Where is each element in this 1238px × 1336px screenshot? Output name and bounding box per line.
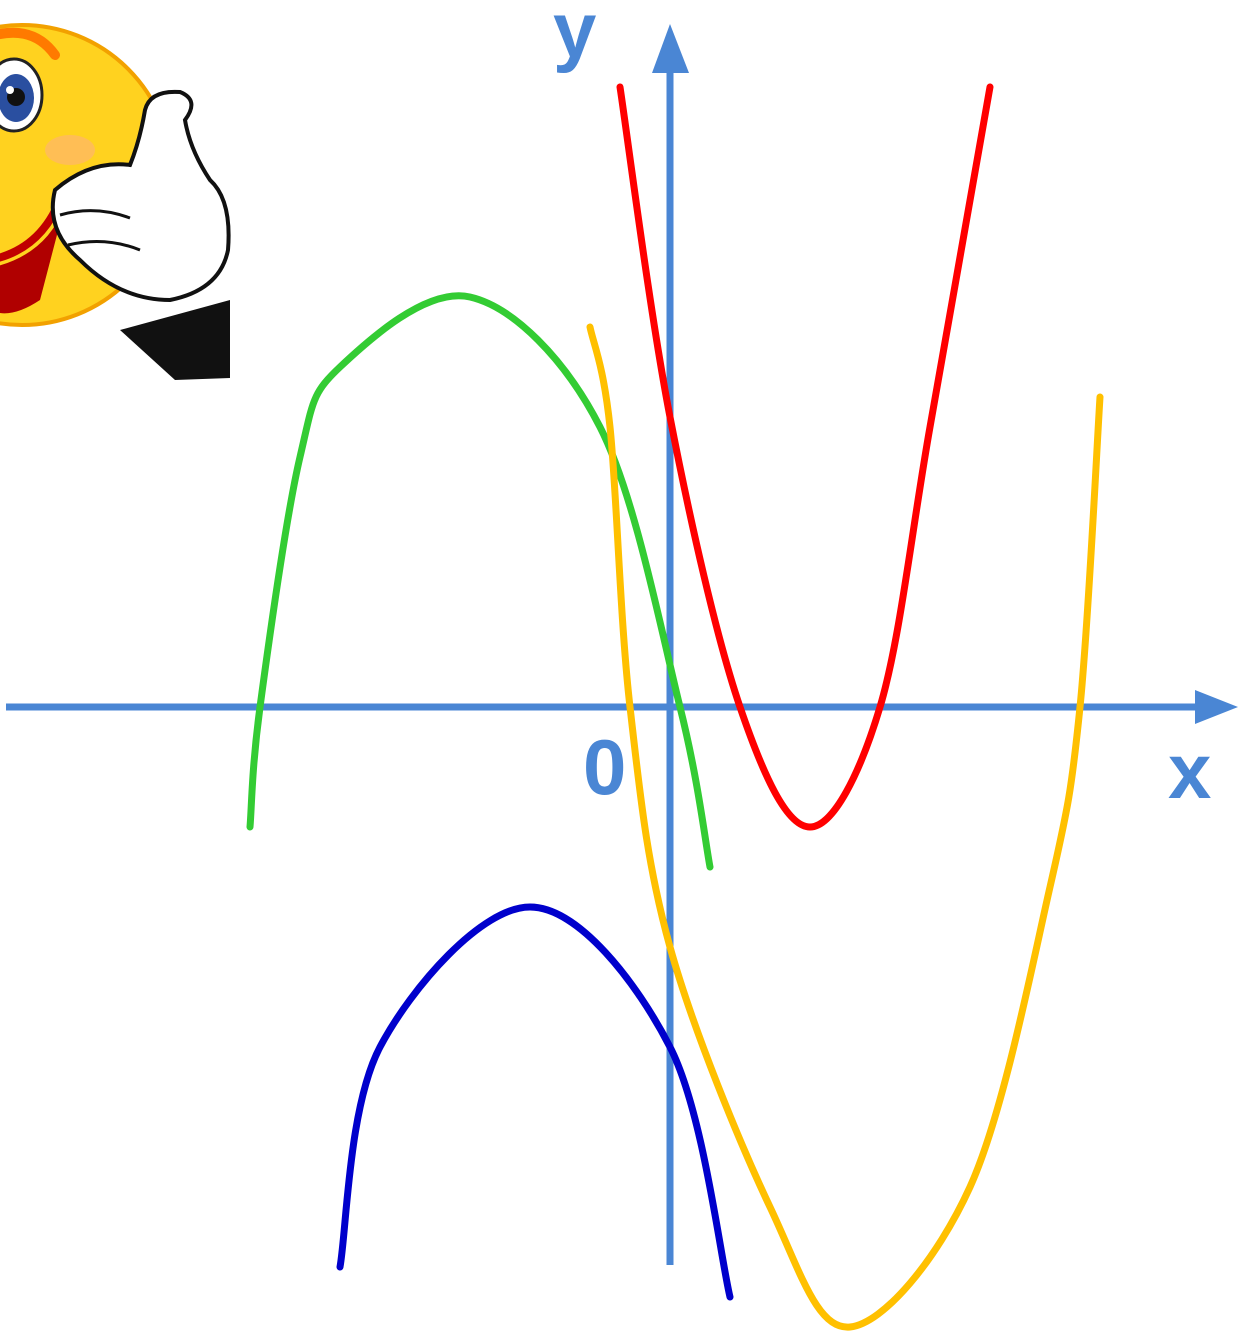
curves xyxy=(246,83,1104,1331)
orange-parabola-curve xyxy=(586,323,1104,1331)
blue-parabola-curve xyxy=(336,903,734,1301)
thumbs-up-smiley-icon xyxy=(0,23,231,380)
x-axis-label: x xyxy=(1168,727,1211,815)
x-axis-arrowhead xyxy=(1195,690,1238,724)
origin-label: 0 xyxy=(583,723,626,811)
red-parabola-curve xyxy=(616,83,994,831)
y-axis-arrowhead xyxy=(652,24,689,73)
y-axis-label: y xyxy=(553,0,596,74)
green-parabola-curve xyxy=(246,292,714,871)
